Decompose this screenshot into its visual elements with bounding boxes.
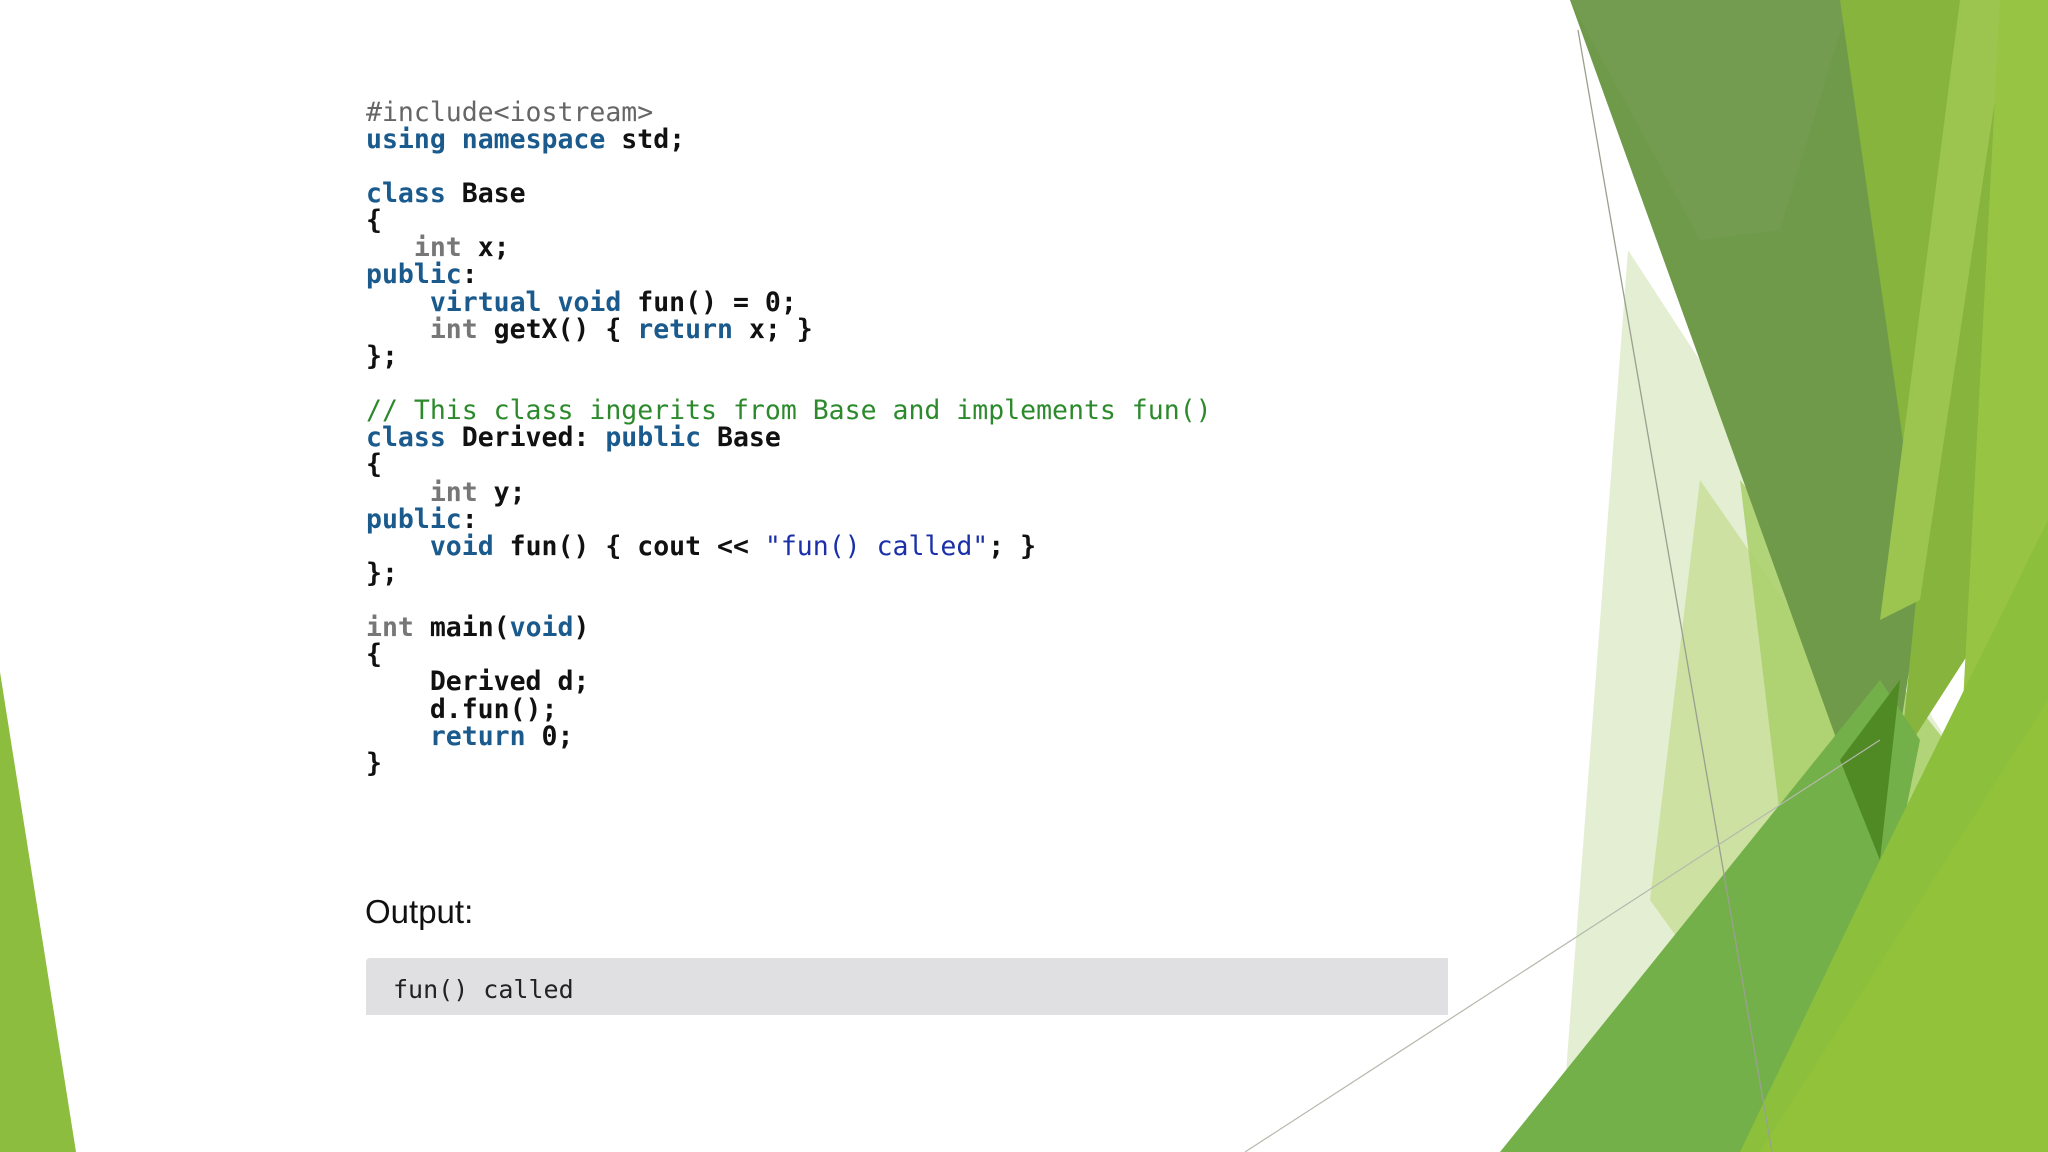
code-line: { [366,641,1212,668]
code-line: #include<iostream> [366,99,1212,126]
code-token: "fun() called" [764,531,989,563]
code-token: void [509,611,574,643]
code-blank-line [366,588,1212,614]
code-token: fun() = 0; [621,286,797,318]
code-token: { [366,204,382,236]
code-line: void fun() { cout << "fun() called"; } [366,533,1212,560]
code-token: return [429,720,526,752]
code-token: } [366,748,382,780]
left-green-facet [0,672,76,1152]
code-line: } [366,750,1212,777]
output-heading: Output: [365,893,474,930]
code-token: public [366,503,462,535]
code-token: class [366,421,446,453]
right-facet-lime-inner [1740,520,2048,1152]
code-token: : [461,503,478,535]
code-line: Derived d; [366,668,1212,695]
code-token: x; [461,232,510,264]
code-token: Derived d; [366,666,590,698]
code-token: virtual [429,286,542,318]
code-token [446,124,462,155]
output-text: fun() called [393,975,574,1004]
code-token: #include<iostream> [366,97,654,128]
code-token: std; [605,124,686,156]
code-token: public [366,259,462,291]
code-token: }; [366,558,398,590]
code-token: using [366,124,446,156]
code-line: public: [366,261,1212,288]
code-listing: #include<iostream>using namespace std; cl… [366,99,1212,778]
output-box: fun() called [366,958,1448,1015]
code-token: Base [701,421,781,453]
code-token: int [366,611,414,643]
code-token: void [429,531,494,563]
right-facet-bright-strip [1880,0,2010,620]
code-blank-line [366,154,1212,180]
code-line: public: [366,506,1212,533]
code-token: int [429,314,478,346]
code-token: d.fun(); [366,693,558,725]
right-facet-deep-green [1840,680,1900,860]
code-line: class Base [366,177,1212,209]
code-token: fun() { cout << [493,531,765,563]
code-line: int main(void) [366,614,1212,641]
code-blank-line [366,371,1212,397]
code-line: }; [366,560,1212,587]
code-line: virtual void fun() = 0; [366,289,1212,316]
code-token: { [366,639,382,671]
code-token: main( [413,611,510,643]
code-line: using namespace std; [366,126,1212,153]
thin-diagonal-line-2 [1244,739,1881,1152]
code-line: { [366,207,1212,234]
code-token: public [605,421,702,453]
code-token: // This class ingerits from Base and imp… [366,394,1212,426]
code-token: ) [573,611,590,643]
code-token: return [637,314,733,346]
code-token: Base [445,177,526,209]
code-token: namespace [461,124,606,156]
code-token: void [557,286,622,318]
code-token: int [413,232,462,264]
code-line: { [366,451,1212,478]
code-line: int x; [366,234,1212,261]
code-token: int [429,476,478,508]
code-token: y; [477,476,526,508]
code-token: class [366,177,446,209]
code-token: x; } [732,314,813,346]
code-token: }; [366,341,398,373]
code-token: getX() { [477,314,638,346]
code-line: }; [366,343,1212,370]
code-line: return 0; [366,723,1212,750]
code-line: int getX() { return x; } [366,316,1212,343]
code-line: // This class ingerits from Base and imp… [366,397,1212,424]
code-line: class Derived: public Base [366,424,1212,451]
thin-diagonal-line-1 [1577,29,1773,1152]
right-facet-dark-main [1570,0,1920,860]
code-line: int y; [366,476,1212,508]
right-facet-dark-top [1570,0,1850,240]
code-token: : [461,259,478,291]
code-token: ; } [988,531,1037,563]
code-token: Derived: [445,421,606,453]
code-token: { [366,449,382,481]
code-line: d.fun(); [366,693,1212,725]
code-token: 0; [525,720,574,752]
